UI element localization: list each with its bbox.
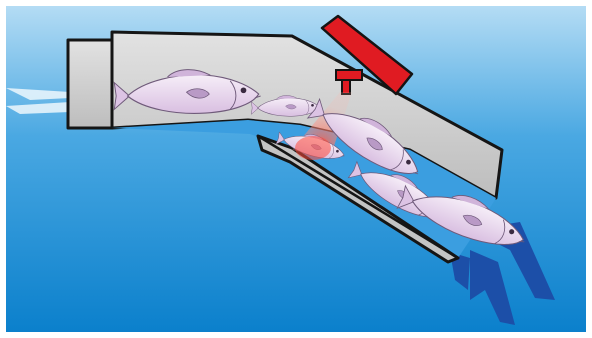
tube-inlet [68, 40, 112, 128]
scan-spot [295, 136, 331, 160]
camera-lens-mount [336, 70, 362, 80]
